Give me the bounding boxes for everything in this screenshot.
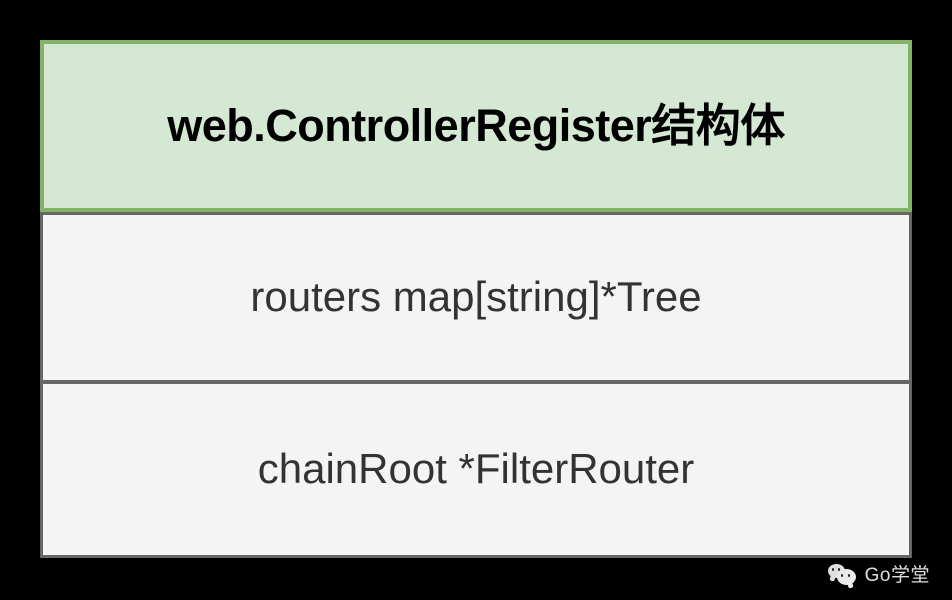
struct-field-row: routers map[string]*Tree	[40, 212, 912, 382]
struct-field-label: routers map[string]*Tree	[250, 273, 702, 321]
struct-field-label: chainRoot *FilterRouter	[257, 445, 695, 493]
watermark: Go学堂	[827, 564, 930, 586]
struct-name-label: web.ControllerRegister结构体	[167, 100, 785, 152]
wechat-icon	[827, 564, 858, 586]
watermark-label: Go学堂	[864, 564, 930, 586]
struct-field-row: chainRoot *FilterRouter	[40, 382, 912, 558]
struct-header-cell: web.ControllerRegister结构体	[40, 40, 912, 212]
struct-diagram: web.ControllerRegister结构体 routers map[st…	[40, 40, 912, 558]
